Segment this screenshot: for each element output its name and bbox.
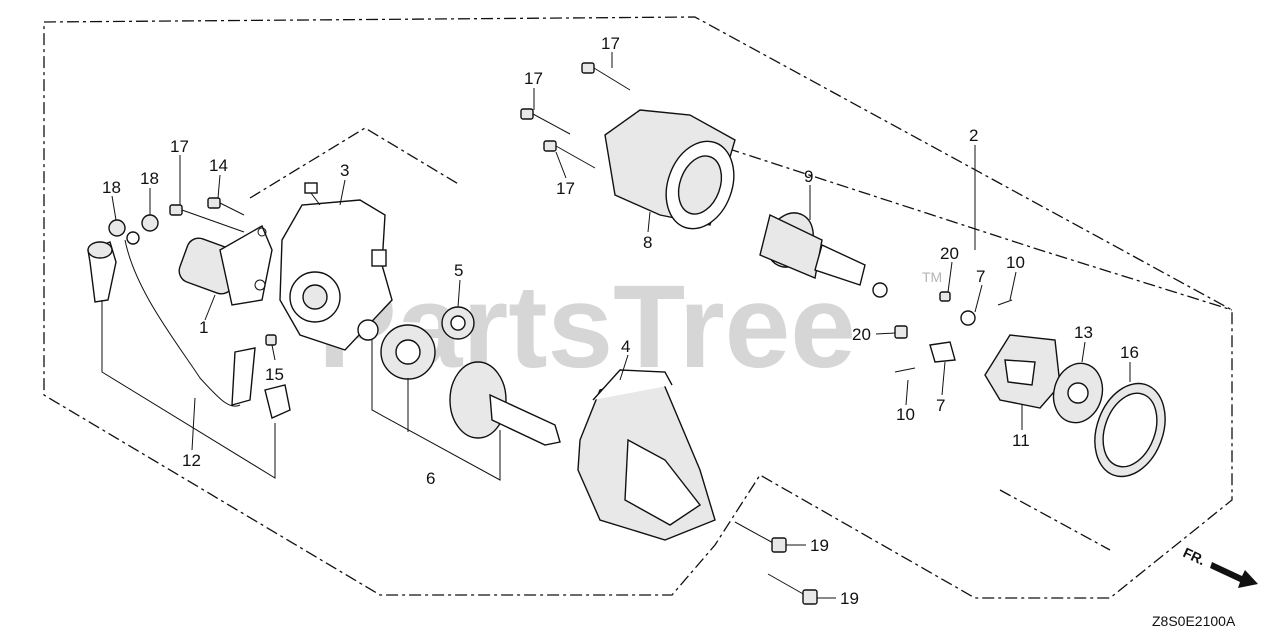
part-19-bolts <box>734 521 818 605</box>
callout-11: 11 <box>1012 431 1030 450</box>
part-12-cable <box>87 239 256 407</box>
inner-boundary-3 <box>249 127 461 199</box>
part-11-brush-holder <box>984 334 1061 409</box>
part-4-housing <box>577 369 716 541</box>
callout-10b: 10 <box>896 405 915 424</box>
callout-10a: 10 <box>1006 253 1025 272</box>
part-1-solenoid <box>178 224 273 306</box>
callout-7b: 7 <box>936 396 945 415</box>
part-6-gears <box>357 319 561 446</box>
callout-5: 5 <box>454 261 463 280</box>
part-brush-components <box>894 291 1013 373</box>
callout-16: 16 <box>1120 343 1139 362</box>
direction-marker: FR. <box>1181 544 1258 588</box>
part-9-armature <box>759 212 888 298</box>
part-17-bolt-left <box>169 204 245 233</box>
callout-8: 8 <box>643 233 652 252</box>
part-16-gasket <box>1094 382 1166 478</box>
callout-17a: 17 <box>601 34 620 53</box>
part-5-gear <box>441 306 475 340</box>
callout-18b: 18 <box>140 169 159 188</box>
inner-boundary-2 <box>639 119 1233 311</box>
part-3-cover <box>279 182 393 351</box>
inner-boundary-12 <box>999 489 1111 551</box>
callout-12: 12 <box>182 451 201 470</box>
callout-14: 14 <box>209 156 228 175</box>
callout-19b: 19 <box>840 589 859 608</box>
callout-3: 3 <box>340 161 349 180</box>
part-17-bolts-top <box>520 62 631 169</box>
callout-labels: 1 2 3 4 5 6 7 7 8 9 10 10 11 12 13 14 15… <box>102 34 1139 608</box>
callout-19a: 19 <box>810 536 829 555</box>
callout-17d: 17 <box>170 137 189 156</box>
part-14-bolt <box>207 197 245 216</box>
direction-label: FR. <box>1181 544 1208 568</box>
outer-assembly-boundary <box>43 16 1233 599</box>
callout-20a: 20 <box>940 244 959 263</box>
callout-9: 9 <box>804 167 813 186</box>
callout-20b: 20 <box>852 325 871 344</box>
watermark-trademark: TM <box>922 269 942 285</box>
part-8-yoke <box>604 109 736 230</box>
arrow-right-down-icon <box>1210 562 1258 588</box>
callout-15: 15 <box>265 365 284 384</box>
callout-4: 4 <box>621 337 630 356</box>
callout-18a: 18 <box>102 178 121 197</box>
diagram-code: Z8S0E2100A <box>1152 613 1236 629</box>
part-18-nuts <box>108 214 159 245</box>
callout-1: 1 <box>199 318 208 337</box>
callout-17c: 17 <box>556 179 575 198</box>
callout-17b: 17 <box>524 69 543 88</box>
part-15-terminal <box>264 334 291 419</box>
callout-7a: 7 <box>976 267 985 286</box>
leader-lines <box>101 52 1131 599</box>
callout-6: 6 <box>426 469 435 488</box>
part-13-plate <box>1052 362 1104 424</box>
callout-2: 2 <box>969 126 978 145</box>
callout-13: 13 <box>1074 323 1093 342</box>
